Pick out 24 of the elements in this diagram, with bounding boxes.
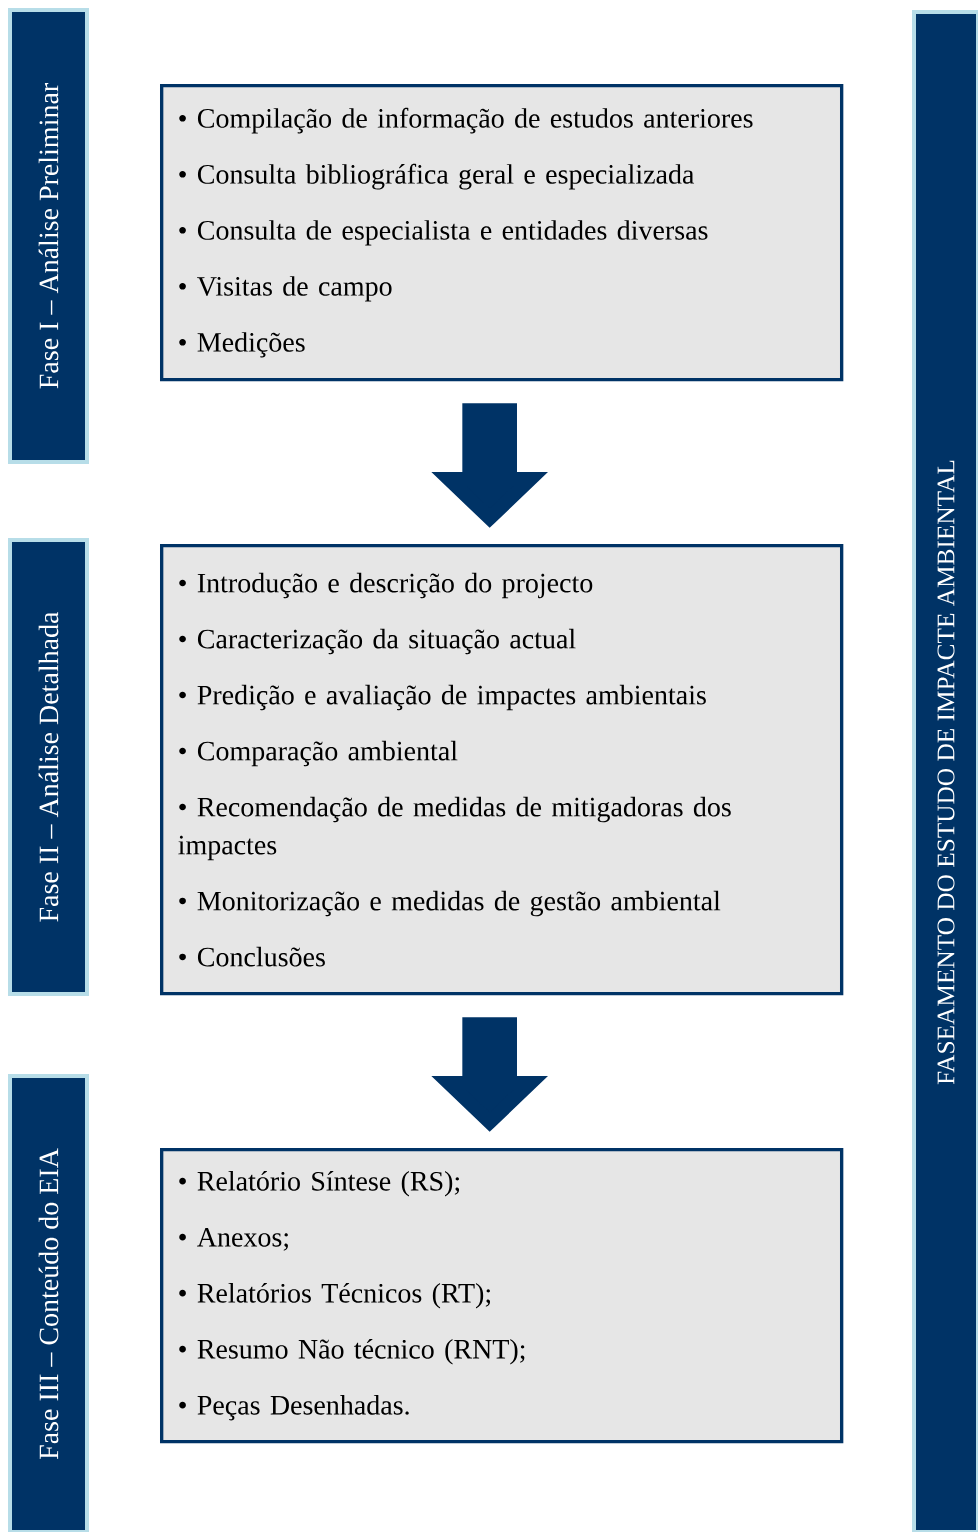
- list-item: • Medições: [179, 332, 305, 358]
- list-item: • Introdução e descrição do projecto: [179, 572, 593, 599]
- list-item: • Relatórios Técnicos (RT);: [179, 1282, 491, 1309]
- list-item: • Peças Desenhadas.: [179, 1395, 409, 1421]
- list-item: • Resumo Não técnico (RNT);: [179, 1338, 525, 1365]
- list-item: • Visitas de campo: [179, 276, 392, 302]
- list-item: • Predição e avaliação de impactes ambientais: [179, 684, 706, 711]
- list-item: • Conclusões: [179, 946, 325, 967]
- list-item: • Recomendação de medidas de mitigadoras dos impactes: [178, 796, 731, 861]
- list-item: • Consulta bibliográfica geral e especializada: [179, 163, 695, 190]
- list-item: • Compilação de informação de estudos anteriores: [179, 107, 753, 134]
- content-box: [160, 1148, 844, 1444]
- list-item: • Monitorização e medidas de gestão ambiental: [179, 890, 721, 917]
- list-item: • Consulta de especialista e entidades diversas: [179, 220, 708, 246]
- list-item: • Comparação ambiental: [179, 740, 458, 767]
- phase-band: FASEAMENTO DO ESTUDO DE IMPACTE AMBIENTAL: [912, 10, 978, 1532]
- phase-band: Fase I – Análise Preliminar: [8, 8, 89, 464]
- list-item: • Anexos;: [179, 1227, 288, 1251]
- content-box: [160, 544, 844, 996]
- list-item: • Caracterização da situação actual: [179, 628, 576, 655]
- content-box: [160, 84, 844, 382]
- phase-band: Fase III – Conteúdo do EIA: [8, 1074, 89, 1532]
- list-item: • Relatório Síntese (RS);: [179, 1170, 460, 1197]
- phase-band: Fase II – Análise Detalhada: [8, 538, 89, 996]
